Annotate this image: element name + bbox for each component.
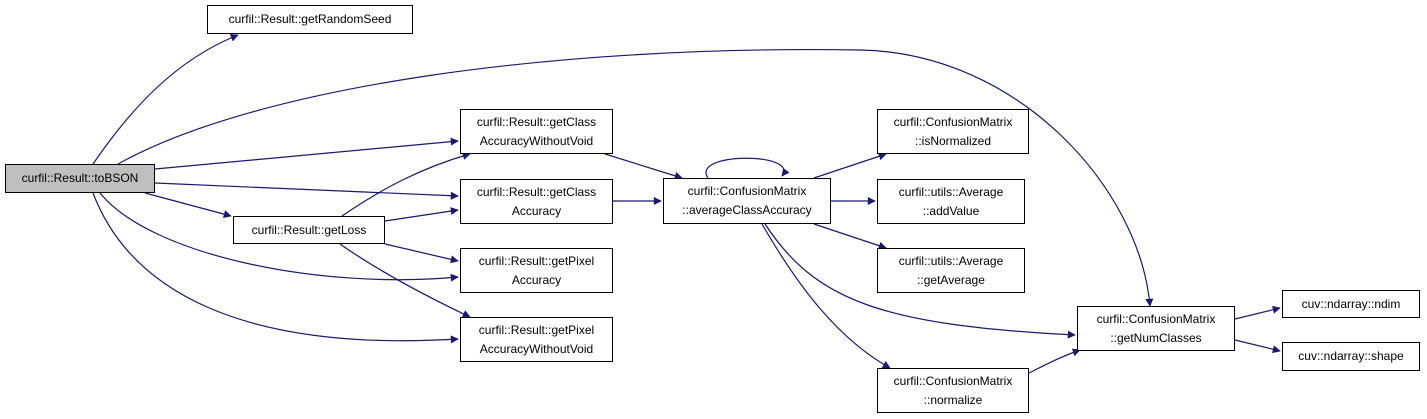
node-result-getrandomseed[interactable]: curfil::Result::getRandomSeed: [207, 5, 413, 34]
node-label: curfil::Result::getPixel: [478, 322, 595, 337]
node-result-tobson[interactable]: curfil::Result::toBSON: [5, 164, 155, 193]
edge-avgclassacc-to-normalize: [761, 223, 891, 369]
node-label: ::averageClassAccuracy: [682, 203, 812, 217]
node-label: ::getAverage: [917, 272, 985, 287]
edge-tobson-to-getclassaccwv: [154, 137, 459, 170]
node-label: cuv::ndarray::ndim: [1301, 296, 1401, 311]
edge-getloss-to-getpixelacc: [384, 243, 459, 264]
edge-getloss-to-getpixelaccwv: [339, 243, 471, 318]
node-label: curfil::ConfusionMatrix: [893, 114, 1013, 129]
node-label: AccuracyWithoutVoid: [479, 133, 594, 148]
node-label: Accuracy: [511, 272, 562, 287]
node-result-getpixelaccuracy[interactable]: curfil::Result::getPixel Accuracy: [460, 248, 613, 293]
node-label: curfil::Result::getClass: [476, 184, 597, 199]
edge-avgclassacc-to-isnormalized: [813, 152, 887, 179]
node-label: AccuracyWithoutVoid: [479, 341, 594, 356]
node-label: curfil::utils::Average: [898, 253, 1004, 268]
node-confusionmatrix-isnormalized[interactable]: curfil::ConfusionMatrix ::isNormalized: [877, 109, 1029, 154]
edge-getloss-to-getclassaccwv: [341, 152, 471, 217]
node-ndarray-shape[interactable]: cuv::ndarray::shape: [1282, 342, 1420, 371]
edge-avgclassacc-to-avgclassacc: [705, 157, 790, 179]
node-label: curfil::Result::toBSON: [21, 171, 139, 185]
node-label: ::getNumClasses: [1110, 330, 1202, 345]
node-label: curfil::Result::getClass: [476, 114, 597, 129]
node-label: curfil::Result::getRandomSeed: [228, 12, 392, 26]
edge-getclassaccwv-to-avgclassacc: [604, 153, 683, 180]
node-label: curfil::ConfusionMatrix: [687, 184, 807, 198]
node-confusionmatrix-averageclassaccuracy[interactable]: curfil::ConfusionMatrix ::averageClassAc…: [663, 178, 831, 224]
node-confusionmatrix-normalize[interactable]: curfil::ConfusionMatrix ::normalize: [877, 368, 1029, 413]
edge-getnumclasses-to-shape: [1234, 339, 1281, 354]
node-label: curfil::ConfusionMatrix: [1096, 311, 1216, 326]
edge-avgclassacc-to-getaverage: [813, 223, 887, 250]
node-average-addvalue[interactable]: curfil::utils::Average ::addValue: [877, 179, 1025, 224]
edge-tobson-to-getpixelacc: [99, 192, 459, 282]
node-label: Accuracy: [511, 203, 562, 218]
edge-getnumclasses-to-ndim: [1234, 305, 1281, 320]
node-result-getloss[interactable]: curfil::Result::getLoss: [233, 216, 385, 244]
edge-tobson-to-getrandomseed: [92, 33, 239, 165]
node-label: cuv::ndarray::shape: [1298, 349, 1404, 363]
edge-tobson-to-getpixelaccwv: [92, 192, 459, 344]
node-label: curfil::Result::getLoss: [251, 222, 367, 237]
edge-tobson-to-getclassacc: [154, 182, 459, 200]
node-average-getaverage[interactable]: curfil::utils::Average ::getAverage: [877, 248, 1025, 293]
edge-tobson-to-getnumclasses: [117, 49, 1154, 307]
node-label: curfil::ConfusionMatrix: [893, 373, 1013, 388]
node-label: ::isNormalized: [914, 133, 992, 148]
node-ndarray-ndim[interactable]: cuv::ndarray::ndim: [1282, 290, 1420, 318]
edge-tobson-to-getloss: [144, 192, 232, 219]
edge-getloss-to-getclassacc: [384, 207, 459, 222]
node-result-getclassaccuracy[interactable]: curfil::Result::getClass Accuracy: [460, 179, 613, 224]
node-result-getclassaccuracywithoutvoid[interactable]: curfil::Result::getClass AccuracyWithout…: [460, 109, 613, 154]
node-label: ::addValue: [922, 203, 980, 218]
node-label: curfil::utils::Average: [898, 184, 1004, 199]
node-result-getpixelaccuracywithoutvoid[interactable]: curfil::Result::getPixel AccuracyWithout…: [460, 317, 613, 362]
edge-normalize-to-getnumclasses: [1028, 348, 1081, 374]
edge-avgclassacc-to-getnumclasses: [764, 223, 1076, 339]
node-label: curfil::Result::getPixel: [478, 253, 595, 268]
node-label: ::normalize: [923, 392, 983, 407]
node-confusionmatrix-getnumclasses[interactable]: curfil::ConfusionMatrix ::getNumClasses: [1077, 306, 1235, 351]
